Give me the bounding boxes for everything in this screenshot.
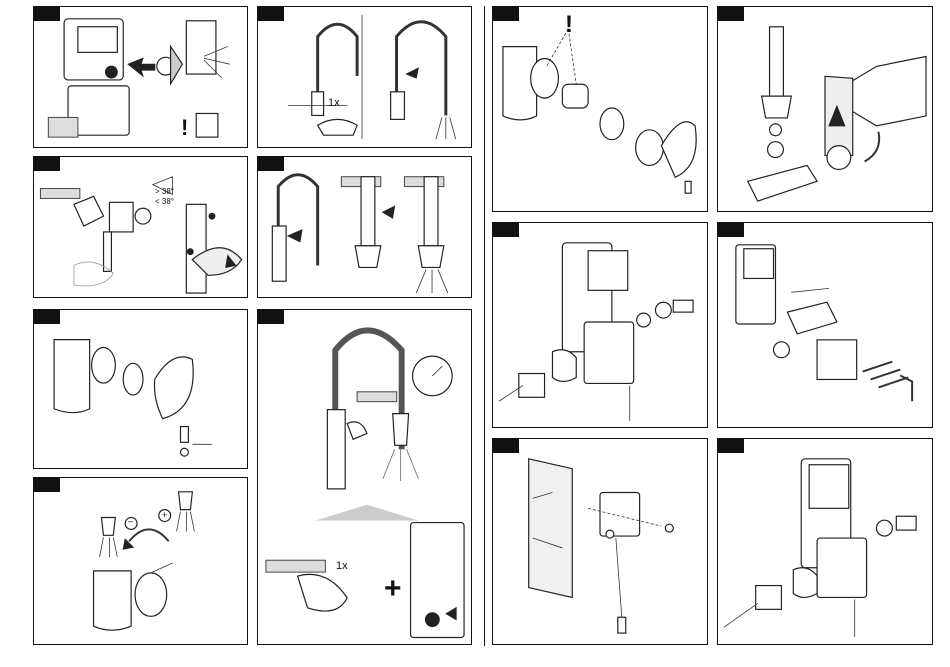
spray-mode-illustration <box>258 157 471 297</box>
warning-exclamation: ! <box>181 115 188 141</box>
minus-sign: – <box>128 516 133 526</box>
battery-box-mount-illustration <box>493 439 707 644</box>
warning-exclamation: ! <box>565 11 573 39</box>
control-unit-connect-illustration <box>493 223 707 427</box>
press-count-label: 1x <box>336 560 348 572</box>
step-panel-11 <box>717 222 933 428</box>
connector-assembly-illustration <box>718 439 932 644</box>
spout-removal-illustration <box>718 7 932 211</box>
step-panel-12 <box>492 438 708 645</box>
column-divider <box>484 6 485 646</box>
step-panel-10 <box>492 222 708 428</box>
step-panel-4 <box>257 156 472 298</box>
valve-installation-illustration <box>34 157 247 297</box>
temperature-adjust-illustration <box>34 478 247 644</box>
control-box-illustration <box>34 7 247 147</box>
cartridge-exploded-illustration <box>493 7 707 211</box>
step-panel-1: ! <box>33 6 248 148</box>
step-panel-13 <box>717 438 933 645</box>
press-count-label: 1x <box>328 97 340 109</box>
step-panel-7: 1x + <box>257 309 472 645</box>
plus-sign-large: + <box>384 572 402 606</box>
step-panel-3: > 38° < 38° <box>33 156 248 298</box>
step-panel-2: 1x <box>257 6 472 148</box>
plus-sign-small: + <box>162 510 167 520</box>
spray-head-illustration <box>258 7 471 147</box>
step-panel-5 <box>33 309 248 469</box>
faucet-pressure-illustration <box>258 310 471 644</box>
temp-warning-hot: > 38° <box>155 187 174 196</box>
step-panel-8: ! <box>492 6 708 212</box>
temp-warning-cold: < 38° <box>155 197 174 206</box>
cartridge-assembly-illustration <box>34 310 247 468</box>
step-panel-9 <box>717 6 933 212</box>
solenoid-mount-illustration <box>718 223 932 427</box>
step-panel-6: – + <box>33 477 248 645</box>
